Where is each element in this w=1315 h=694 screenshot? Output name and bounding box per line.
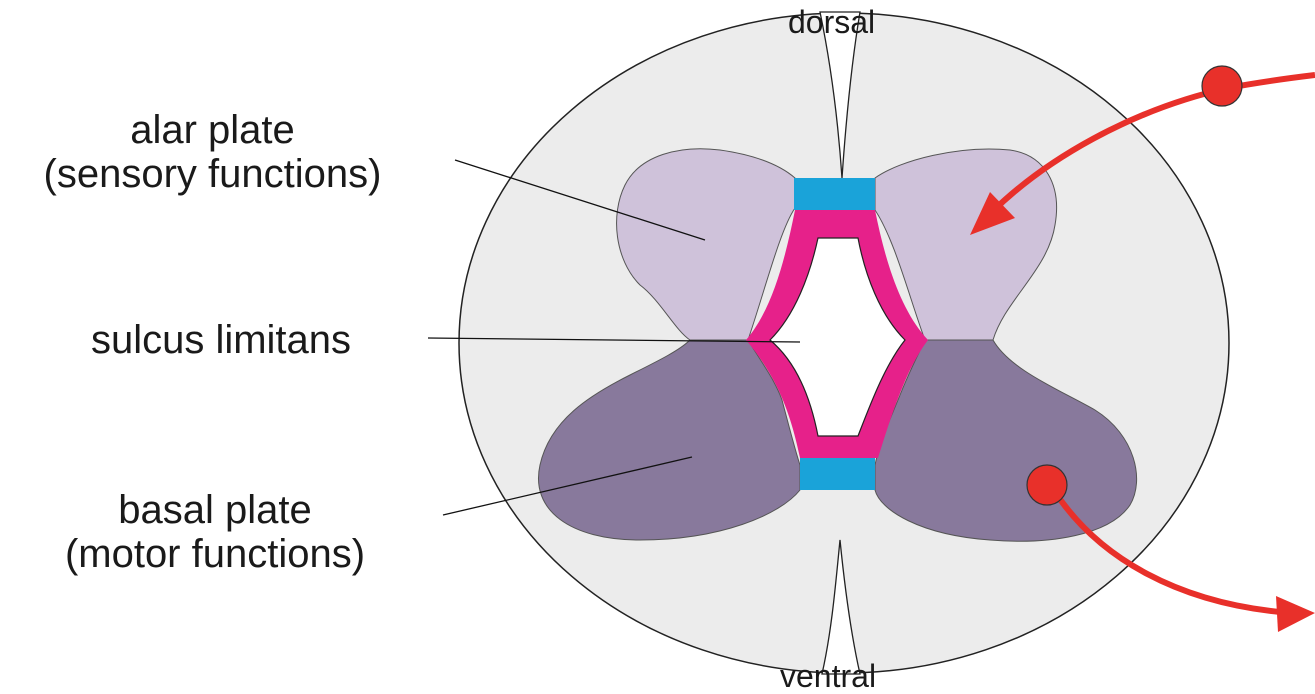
dorsal-label: dorsal	[788, 4, 875, 40]
sensory-neuron-soma	[1202, 66, 1242, 106]
roof-plate	[794, 178, 875, 210]
basal-plate-title: basal plate	[30, 488, 400, 532]
sulcus-limitans-label: sulcus limitans	[36, 318, 406, 362]
basal-plate-subtitle: (motor functions)	[30, 532, 400, 576]
alar-plate-title: alar plate	[5, 108, 420, 152]
motor-neuron-soma	[1027, 465, 1067, 505]
alar-plate-subtitle: (sensory functions)	[5, 152, 420, 196]
alar-plate-label: alar plate (sensory functions)	[5, 108, 420, 196]
floor-plate	[800, 458, 875, 490]
ventral-label: ventral	[780, 658, 876, 694]
motor-arrowhead	[1276, 596, 1315, 632]
basal-plate-label: basal plate (motor functions)	[30, 488, 400, 576]
